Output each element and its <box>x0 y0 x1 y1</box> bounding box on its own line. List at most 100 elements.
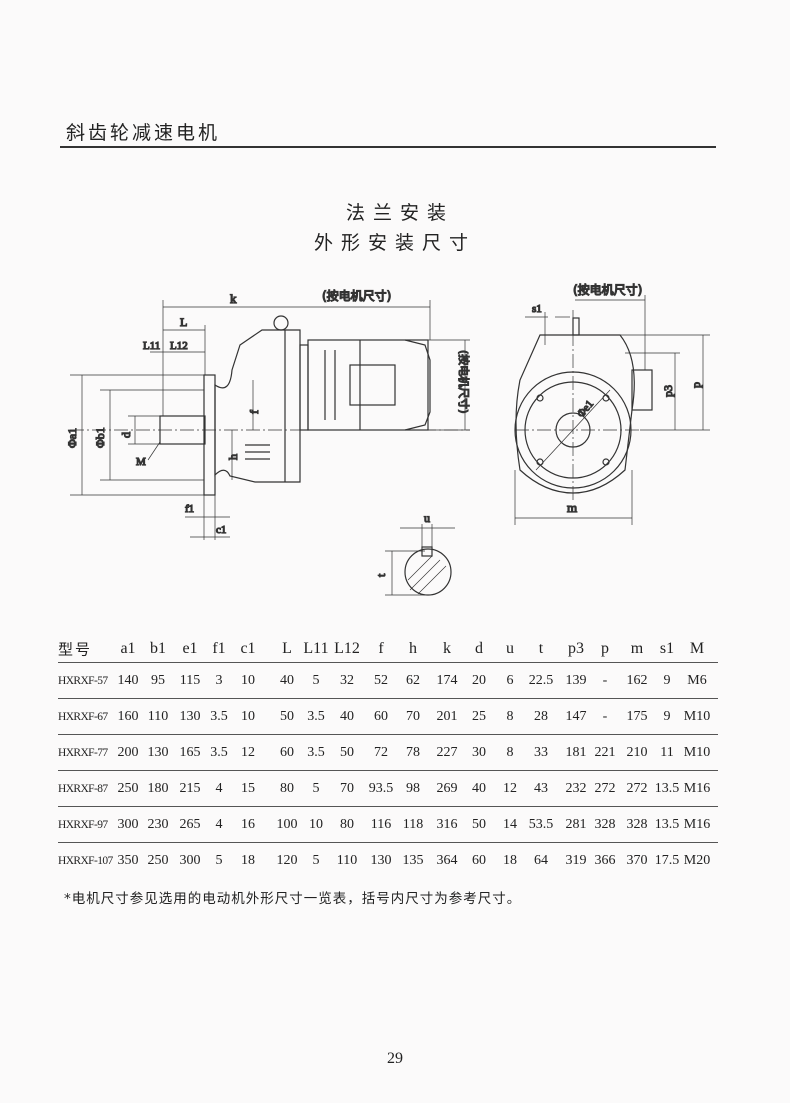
column-header: M <box>689 640 705 657</box>
label-p: p <box>689 382 703 388</box>
label-L12: L12 <box>170 340 188 352</box>
column-header: d <box>475 640 483 657</box>
table-cell: 14 <box>503 816 517 832</box>
table-cell: 328 <box>594 816 616 832</box>
table-cell: HXRXF-107 <box>58 854 113 867</box>
table-cell: 272 <box>594 780 616 796</box>
table-cell: 175 <box>626 708 648 724</box>
table-cell: 5 <box>312 852 320 868</box>
label-h: h <box>226 454 240 460</box>
table-cell: 95 <box>151 672 165 688</box>
table-cell: 4 <box>215 780 223 796</box>
column-header: b1 <box>150 640 166 657</box>
label-m: m <box>567 500 577 515</box>
column-header: s1 <box>659 640 675 657</box>
table-cell: 17.5 <box>654 852 680 868</box>
table-cell: HXRXF-67 <box>58 710 108 723</box>
column-header: u <box>506 640 514 657</box>
table-cell: 366 <box>594 852 616 868</box>
table-cell: 370 <box>626 852 648 868</box>
table-cell: 28 <box>534 708 548 724</box>
table-cell: 4 <box>215 816 223 832</box>
table-cell: 3.5 <box>307 708 325 724</box>
table-cell: 110 <box>336 852 358 868</box>
end-view: (按电机尺寸) s1 Φe1 p3 p m <box>514 282 710 525</box>
table-cell: 300 <box>179 852 201 868</box>
table-cell: 10 <box>241 672 255 688</box>
table-cell: 50 <box>280 708 294 724</box>
table-cell: 40 <box>340 708 354 724</box>
column-header: L <box>282 640 292 657</box>
column-header: k <box>443 640 451 657</box>
table-cell: 160 <box>117 708 139 724</box>
table-cell: 319 <box>565 852 587 868</box>
table-cell: 22.5 <box>528 672 554 688</box>
table-cell: 40 <box>280 672 294 688</box>
table-cell: 110 <box>147 708 169 724</box>
table-cell: 118 <box>402 816 424 832</box>
table-cell: 210 <box>626 744 648 760</box>
table-cell: - <box>602 672 608 688</box>
table-cell: M10 <box>683 708 711 724</box>
table-cell: 78 <box>406 744 420 760</box>
table-cell: 147 <box>565 708 587 724</box>
table-cell: 174 <box>436 672 458 688</box>
table-cell: 116 <box>370 816 392 832</box>
label-motor-dim-right: (按电机尺寸) <box>573 283 642 297</box>
table-cell: 18 <box>241 852 255 868</box>
table-cell: 62 <box>406 672 420 688</box>
table-cell: 13.5 <box>654 816 680 832</box>
column-header: t <box>538 640 544 657</box>
table-cell: M6 <box>687 672 707 688</box>
page-number: 29 <box>387 1050 403 1067</box>
footnote: *电机尺寸参见选用的电动机外形尺寸一览表，括号内尺寸为参考尺寸。 <box>64 891 522 907</box>
table-cell: 250 <box>117 780 139 796</box>
table-cell: 227 <box>436 744 458 760</box>
label-s1: s1 <box>532 303 542 315</box>
table-cell: 32 <box>340 672 354 688</box>
table-cell: 265 <box>179 816 201 832</box>
table-cell: 98 <box>406 780 420 796</box>
table-cell: HXRXF-57 <box>58 674 108 687</box>
label-motor-dim-vertical: (按电机尺寸) <box>457 350 471 414</box>
table-cell: 10 <box>241 708 255 724</box>
table-cell: 232 <box>565 780 587 796</box>
table-cell: - <box>602 708 608 724</box>
column-header: c1 <box>240 640 256 657</box>
table-cell: 60 <box>374 708 388 724</box>
column-header: L11 <box>303 640 329 657</box>
column-header: f <box>378 640 384 657</box>
table-cell: M20 <box>683 852 711 868</box>
table-cell: 50 <box>340 744 354 760</box>
column-header: h <box>409 640 417 657</box>
table-cell: 3.5 <box>307 744 325 760</box>
table-cell: 130 <box>370 852 392 868</box>
table-cell: 200 <box>117 744 139 760</box>
table-cell: 135 <box>402 852 424 868</box>
table-cell: 64 <box>534 852 548 868</box>
table-cell: 60 <box>280 744 294 760</box>
table-cell: 6 <box>506 672 514 688</box>
table-cell: 12 <box>241 744 255 760</box>
table-cell: 10 <box>309 816 323 832</box>
table-cell: M16 <box>683 780 711 796</box>
table-cell: 60 <box>472 852 486 868</box>
table-cell: 316 <box>436 816 458 832</box>
table-cell: 272 <box>626 780 648 796</box>
label-f: f <box>247 410 261 414</box>
column-header: p3 <box>568 640 584 657</box>
label-c1: c1 <box>216 524 226 536</box>
table-cell: 130 <box>147 744 169 760</box>
column-header: a1 <box>120 640 136 657</box>
column-header: 型号 <box>58 640 93 659</box>
table-cell: 364 <box>436 852 458 868</box>
table-cell: M10 <box>683 744 711 760</box>
column-header: L12 <box>334 640 360 657</box>
label-b1: Φb1 <box>93 427 107 448</box>
table-cell: 230 <box>147 816 169 832</box>
